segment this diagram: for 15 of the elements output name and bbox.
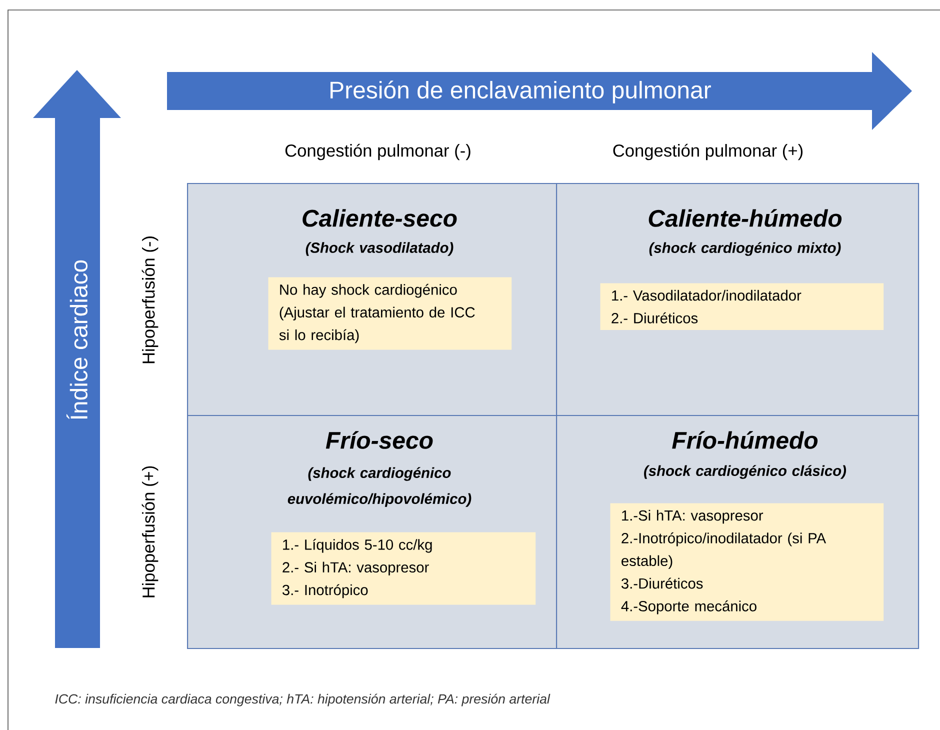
quadrant-title: Frío-húmedo [672, 431, 818, 449]
quadrant-subtitle: (shock cardiogénico euvolémico/hipovolémico) [288, 467, 472, 507]
quadrant-title: Caliente-húmedo [648, 209, 842, 227]
treatment-box: No hay shock cardiogénico (Ajustar el tratamiento de ICC si lo recibía) [268, 277, 512, 350]
quadrant-subtitle: (Shock vasodilatado) [306, 242, 454, 256]
treatment-box: 1.-Si hTA: vasopresor 2.-Inotrópico/inodilatador (si PA estable) 3.-Diuréticos 4.-Soporte mecánico [610, 503, 884, 621]
quadrant-subtitle: (shock cardiogénico mixto) [649, 242, 841, 256]
treatment-box: 1.- Vasodilatador/inodilatador 2.- Diuréticos [600, 283, 884, 330]
row-header: Hipoperfusión (-) [142, 236, 158, 364]
row-header: Hipoperfusión (+) [142, 466, 158, 598]
treatment-box: 1.- Líquidos 5-10 cc/kg 2.- Si hTA: vasopresor 3.- Inotrópico [271, 532, 536, 605]
quadrant-title: Frío-seco [326, 431, 433, 449]
caption: ICC: insuficiencia cardiaca congestiva; hTA: hipotensión arterial; PA: presión arterial [55, 694, 550, 706]
quadrant-title: Caliente-seco [302, 209, 457, 227]
quadrant-subtitle: (shock cardiogénico clásico) [644, 465, 846, 479]
